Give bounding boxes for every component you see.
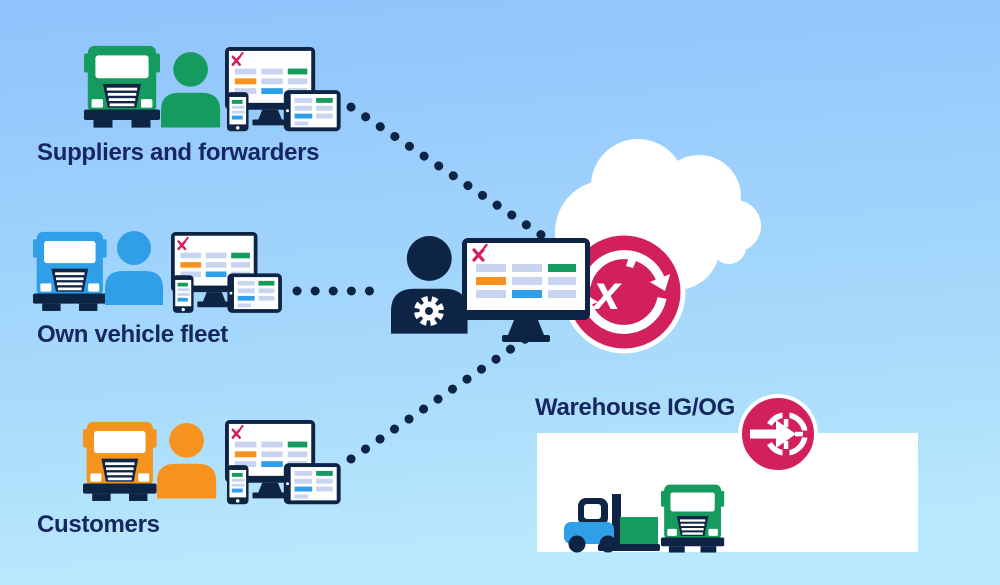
cargo-box-icon xyxy=(620,517,658,544)
group-label-customers: Customers xyxy=(37,511,160,538)
brand-accent-mark xyxy=(626,253,638,268)
svg-text:x: x xyxy=(591,267,623,320)
forklift-icon xyxy=(564,494,660,553)
brand-x-logo: x xyxy=(591,253,638,320)
tms-monitor-icon xyxy=(462,238,590,342)
connectors xyxy=(292,102,548,464)
group-suppliers: Suppliers and forwarders xyxy=(37,45,342,166)
truck-icon xyxy=(83,421,157,501)
group-own-fleet: Own vehicle fleet xyxy=(33,230,284,348)
gear-icon xyxy=(414,296,444,326)
truck-icon xyxy=(84,45,160,128)
goods-inout-icon xyxy=(738,394,818,474)
brand-x-logo xyxy=(472,243,488,262)
group-customers: Customers xyxy=(37,418,342,538)
dotted-connector-customers xyxy=(346,328,539,464)
operator-gear-icon xyxy=(391,236,468,334)
warehouse-section: Warehouse IG/OG xyxy=(535,394,918,553)
dotted-connector-suppliers xyxy=(346,102,548,241)
group-label-suppliers: Suppliers and forwarders xyxy=(37,139,319,166)
warehouse-label: Warehouse IG/OG xyxy=(535,394,735,421)
group-label-own-fleet: Own vehicle fleet xyxy=(37,321,228,348)
warehouse-truck-icon xyxy=(661,484,725,553)
truck-icon xyxy=(33,231,107,311)
